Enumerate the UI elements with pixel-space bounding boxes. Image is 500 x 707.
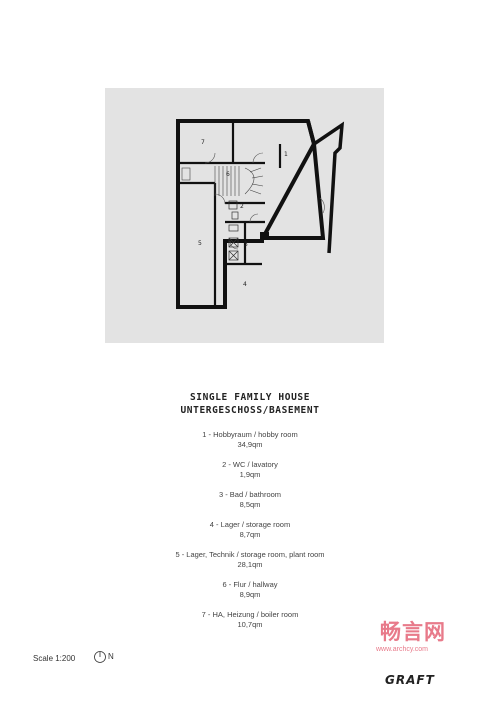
legend-room-area: 34,9qm bbox=[237, 440, 263, 449]
legend-room-area: 8,5qm bbox=[239, 500, 261, 509]
watermark-url: www.archcy.com bbox=[376, 646, 428, 653]
legend-room-name: 2 - WC / lavatory bbox=[222, 460, 278, 469]
legend-room-name: 4 - Lager / storage room bbox=[209, 520, 291, 529]
room-number-5: 5 bbox=[198, 240, 202, 247]
watermark-brand: 畅言网 bbox=[380, 620, 446, 644]
interior-walls bbox=[178, 121, 282, 307]
legend-room-name: 1 - Hobbyraum / hobby room bbox=[202, 430, 298, 439]
room-number-3: 3 bbox=[244, 241, 248, 248]
fixtures bbox=[228, 200, 239, 261]
legend-item-6: 6 - Flur / hallway 8,9qm bbox=[0, 580, 500, 600]
room-number-6: 6 bbox=[226, 171, 230, 178]
graft-logo: GRAFT bbox=[385, 673, 435, 687]
legend-room-area: 8,9qm bbox=[239, 590, 261, 599]
room-number-4: 4 bbox=[243, 281, 247, 288]
legend-room-area: 8,7qm bbox=[239, 530, 261, 539]
stair bbox=[181, 166, 264, 196]
legend-item-1: 1 - Hobbyraum / hobby room 34,9qm bbox=[0, 430, 500, 450]
room-number-7: 7 bbox=[201, 139, 205, 146]
legend-room-area: 1,9qm bbox=[239, 470, 261, 479]
title-line-2: UNTERGESCHOSS/BASEMENT bbox=[180, 405, 320, 416]
north-label: N bbox=[108, 652, 114, 661]
legend-room-name: 5 - Lager, Technik / storage room, plant… bbox=[175, 550, 325, 559]
room-number-1: 1 bbox=[284, 151, 288, 158]
legend-item-5: 5 - Lager, Technik / storage room, plant… bbox=[0, 550, 500, 570]
legend-item-3: 3 - Bad / bathroom 8,5qm bbox=[0, 490, 500, 510]
title-line-1: SINGLE FAMILY HOUSE bbox=[189, 392, 311, 403]
north-arrow-icon bbox=[94, 651, 106, 663]
legend-item-4: 4 - Lager / storage room 8,7qm bbox=[0, 520, 500, 540]
legend-room-area: 10,7qm bbox=[237, 620, 263, 629]
scale-label: Scale 1:200 bbox=[33, 654, 76, 663]
legend-room-area: 28,1qm bbox=[237, 560, 263, 569]
legend-item-2: 2 - WC / lavatory 1,9qm bbox=[0, 460, 500, 480]
floor-plan-panel: 1 2 3 4 5 6 7 bbox=[105, 88, 384, 343]
legend-room-name: 3 - Bad / bathroom bbox=[218, 490, 282, 499]
door-swings bbox=[204, 152, 325, 250]
room-number-2: 2 bbox=[240, 203, 244, 210]
floor-plan: 1 2 3 4 5 6 7 bbox=[176, 119, 345, 309]
outer-walls bbox=[176, 119, 345, 309]
watermark: 畅言网 www.archcy.com bbox=[372, 616, 472, 661]
legend-room-name: 6 - Flur / hallway bbox=[222, 580, 278, 589]
legend-item-7: 7 - HA, Heizung / boiler room 10,7qm bbox=[0, 610, 500, 630]
legend-room-name: 7 - HA, Heizung / boiler room bbox=[201, 610, 299, 619]
north-indicator: N bbox=[93, 650, 123, 664]
